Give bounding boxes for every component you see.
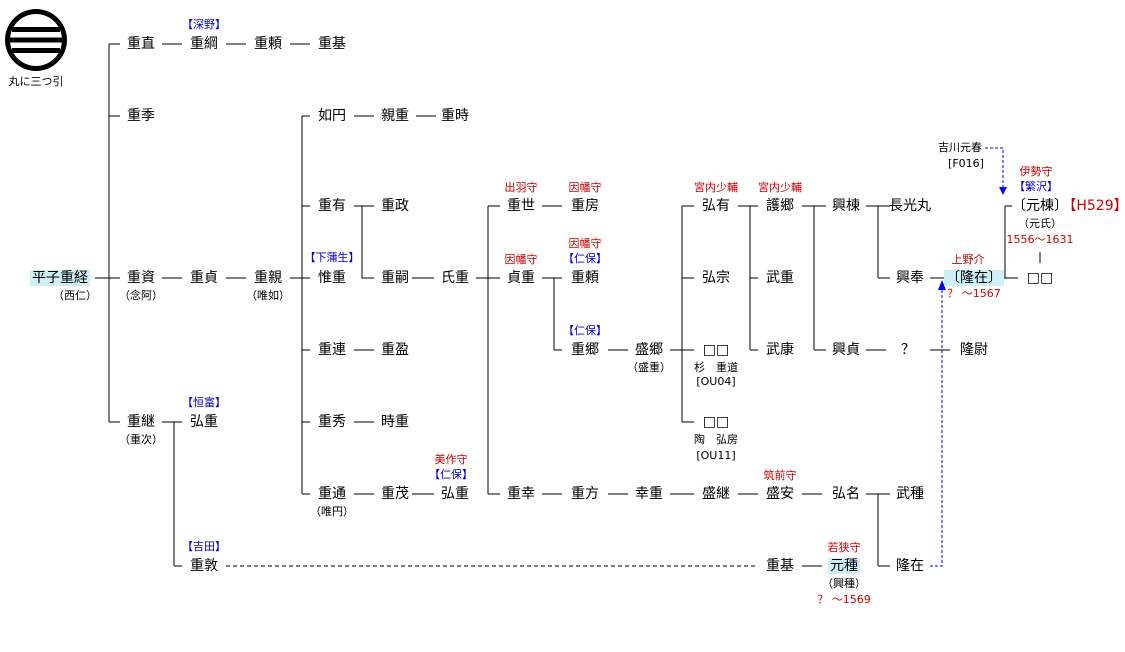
branch-tsunetomi: 【恒富】 — [182, 396, 226, 409]
branch-fukano: 【深野】 — [182, 18, 226, 31]
person-shigeyori-2: 重頼 — [571, 270, 599, 286]
person-okisada: 興貞 — [832, 342, 860, 358]
person-shigeatsu: 重敦 — [190, 558, 218, 574]
person-shigesuke: 重資 — [127, 270, 155, 286]
person-chokomaru: 長光丸 — [889, 198, 931, 214]
title-chikuzen: 筑前守 — [763, 469, 797, 482]
title-kunai-2: 宮内少輔 — [758, 181, 802, 194]
person-takajo: 隆尉 — [960, 342, 988, 358]
person-shigeari: 重有 — [318, 198, 346, 214]
person-hiroshige-1: 弘重 — [190, 414, 218, 430]
person-shigetsura: 重連 — [318, 342, 346, 358]
branch-niho-2: 【仁保】 — [563, 324, 607, 337]
person-takaari-1: 〔隆在〕 — [944, 270, 1004, 286]
note-motouji: （元氏） — [1018, 217, 1062, 230]
person-shigeyori-1: 重頼 — [254, 36, 282, 52]
crest-label: 丸に三つ引 — [8, 75, 64, 88]
person-shigemasa: 重政 — [381, 198, 409, 214]
person-unknown-1: □□ — [702, 342, 730, 358]
title-inaba-3: 因幡守 — [568, 237, 602, 250]
ref-f016: [F016] — [948, 157, 984, 170]
person-hiroshige-2: 弘重 — [441, 486, 469, 502]
title-ise: 伊勢守 — [1019, 165, 1053, 178]
person-shigefusa: 重房 — [571, 198, 599, 214]
note-shigechika: （唯如） — [246, 289, 290, 302]
ref-h529: 【H529】 — [1062, 198, 1125, 214]
person-shigetoki: 重時 — [441, 108, 469, 124]
title-kozuke: 上野介 — [951, 253, 985, 266]
person-takeyasu: 武康 — [766, 342, 794, 358]
note-heike: （西仁） — [53, 289, 97, 302]
title-inaba-1: 因幡守 — [568, 181, 602, 194]
person-unknown-question: ？ — [901, 342, 915, 358]
person-takaari-2: 隆在 — [896, 558, 924, 574]
person-morisato: 盛郷 — [635, 342, 663, 358]
person-shigekata: 重方 — [571, 486, 599, 502]
person-shigeshige: 重茂 — [381, 486, 409, 502]
note-sue: 陶 弘房 — [694, 433, 738, 446]
person-sadashige: 貞重 — [507, 270, 535, 286]
person-ujishige: 氏重 — [441, 270, 469, 286]
note-shigetsugu: （重次） — [119, 433, 163, 446]
ref-ou11: [OU11] — [696, 449, 736, 462]
person-takedane: 武種 — [896, 486, 924, 502]
person-okimune: 興棟 — [832, 198, 860, 214]
person-shigemori: 重盈 — [381, 342, 409, 358]
person-shigemichi: 重通 — [318, 486, 346, 502]
person-gosato: 護郷 — [766, 198, 794, 214]
person-takeshige: 武重 — [766, 270, 794, 286]
person-nyoen: 如円 — [318, 108, 346, 124]
person-shigetsugu-2: 重嗣 — [381, 270, 409, 286]
person-shigetsugu: 重継 — [127, 414, 155, 430]
crest-logo — [4, 8, 68, 72]
person-moriyasu: 盛安 — [766, 486, 794, 502]
person-shigesada: 重貞 — [190, 270, 218, 286]
person-tokishige: 時重 — [381, 414, 409, 430]
note-morisato: （盛重） — [627, 361, 671, 374]
person-shigemoto-1: 重基 — [318, 36, 346, 52]
title-dewa: 出羽守 — [504, 181, 538, 194]
person-shigesue: 重季 — [127, 108, 155, 124]
person-kikkawa-motoharu: 吉川元春 — [938, 141, 982, 154]
person-hironaga: 弘名 — [832, 486, 860, 502]
dates-motomune: 1556～1631 — [1006, 233, 1074, 246]
note-sugi: 杉 重道 — [694, 361, 738, 374]
title-inaba-2: 因幡守 — [504, 253, 538, 266]
person-shigeyuki: 重幸 — [507, 486, 535, 502]
person-shigehide: 重秀 — [318, 414, 346, 430]
person-chikashige: 親重 — [381, 108, 409, 124]
person-shigeyo: 重世 — [507, 198, 535, 214]
branch-niho-3: 【仁保】 — [429, 468, 473, 481]
note-okitane: （興種） — [822, 577, 866, 590]
person-motodane: 元種 — [828, 558, 860, 574]
person-unknown-2: □□ — [702, 414, 730, 430]
note-shigemichi: （唯円） — [310, 505, 354, 518]
person-shigetsuna: 重綱 — [190, 36, 218, 52]
title-kunai-1: 宮内少輔 — [694, 181, 738, 194]
person-moritsugu: 盛継 — [702, 486, 730, 502]
dates-takaari: ？ ～1567 — [947, 287, 1001, 300]
branch-shigesawa: 【繁沢】 — [1014, 180, 1058, 193]
branch-yoshida: 【吉田】 — [182, 540, 226, 553]
title-wakasa: 若狭守 — [827, 541, 861, 554]
person-unknown-3: □□ — [1026, 270, 1054, 286]
branch-shimokamou: 【下蒲生】 — [304, 251, 360, 264]
person-hiroari: 弘有 — [702, 198, 730, 214]
person-korishige: 惟重 — [318, 270, 346, 286]
person-shigemoto-2: 重基 — [766, 558, 794, 574]
person-shigechika: 重親 — [254, 270, 282, 286]
title-mimasaka: 美作守 — [434, 453, 468, 466]
dates-motodane: ？ ～1569 — [817, 593, 871, 606]
person-shigesato: 重郷 — [571, 342, 599, 358]
note-shigesuke: （念阿） — [119, 289, 163, 302]
branch-niho-1: 【仁保】 — [563, 252, 607, 265]
person-motomune: 〔元棟〕 — [1012, 198, 1068, 214]
person-yukishige: 幸重 — [635, 486, 663, 502]
person-heike-shigetsune: 平子重経 — [30, 270, 90, 286]
ref-ou04: [OU04] — [696, 375, 736, 388]
person-hiromune: 弘宗 — [702, 270, 730, 286]
person-shigenao: 重直 — [127, 36, 155, 52]
person-okitomo: 興奉 — [896, 270, 924, 286]
